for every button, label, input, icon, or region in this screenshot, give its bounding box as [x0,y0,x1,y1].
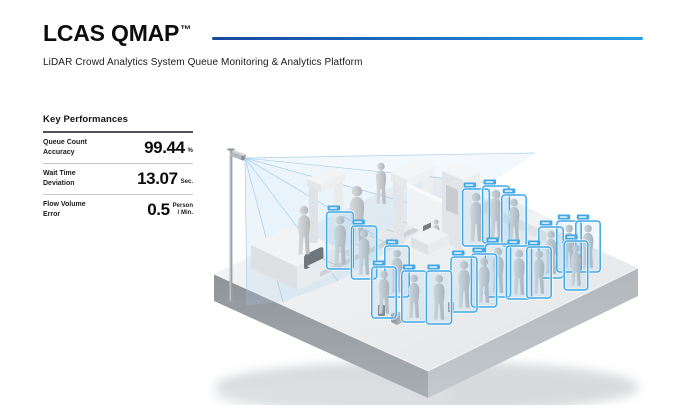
tag-text-glyph [404,266,413,268]
key-performances-title: Key Performances [43,114,129,125]
panel-divider-dark [43,131,193,133]
tracking-box [425,270,453,325]
metric-label-line2: Accuracy [43,148,75,156]
tag-text-glyph [387,241,396,243]
tag-text-glyph [429,266,437,268]
lidar-sensor-head [231,150,246,161]
checkpoint-isometric-illustration [195,95,687,405]
page-title-text: LCAS QMAP [43,20,180,46]
tag-text-glyph [374,262,383,264]
tag-text-glyph [465,184,474,186]
metric-unit-line2: / Min. [177,209,193,216]
detected-person [424,264,454,326]
partition-wall-top [407,183,442,203]
metric-label-line2: Error [43,210,61,218]
metric-label: Flow Volume Error [43,200,86,219]
metric-label-line2: Deviation [43,179,75,187]
tag-text-glyph [454,252,462,254]
tag-text-glyph [541,222,550,224]
metric-row-queue-count-accuracy: Queue Count Accuracy 99.44 % [43,133,193,164]
metric-unit: % [188,148,193,156]
metric-label: Wait Time Deviation [43,169,76,188]
metric-row-wait-time-deviation: Wait Time Deviation 13.07 Sec. [43,164,193,195]
metric-label-line1: Queue Count [43,139,87,147]
detected-person [349,219,379,281]
metric-label: Queue Count Accuracy [43,138,87,157]
detected-person [449,250,479,314]
metric-unit-line1: % [187,147,193,154]
metric-number: 99.44 [144,138,185,157]
trademark-symbol: ™ [180,24,192,36]
tracking-box [371,266,397,319]
tag-text-glyph [559,216,568,218]
tracking-box [401,270,427,323]
tracking-box [501,194,527,247]
accent-line [212,37,643,40]
key-performances-panel: Key Performances Queue Count Accuracy 99… [43,114,193,225]
detected-person [500,188,528,248]
detected-person [525,240,553,300]
metric-label-line1: Wait Time [43,170,76,178]
tag-text-glyph [529,242,538,244]
lidar-sensor-pole [226,148,246,304]
metric-unit-line1: Sec. [180,178,193,185]
tag-text-glyph [474,249,482,251]
metric-label-line1: Flow Volume [43,201,86,209]
metric-value: 0.5 Person / Min. [147,201,193,218]
metal-detector-gate [307,167,345,243]
page-subtitle: LiDAR Crowd Analytics System Queue Monit… [43,57,363,68]
tag-text-glyph [567,236,575,238]
tracking-box [563,240,589,291]
platform-reflection [215,379,455,405]
figures-back-layer [375,162,528,248]
metric-row-flow-volume-error: Flow Volume Error 0.5 Person / Min. [43,195,193,225]
detected-person [370,260,398,320]
metric-unit: Person / Min. [173,203,193,218]
metric-unit-line1: Person [172,202,193,209]
metric-unit: Sec. [181,179,193,187]
tag-text-glyph [354,221,362,223]
page-title: LCAS QMAP™ [43,20,191,47]
metric-value: 99.44 % [144,139,193,156]
tracking-box [350,225,378,280]
tag-text-glyph [485,181,494,183]
operator-desk [411,222,449,255]
figures-front-layer [298,185,602,326]
tracking-box [325,211,355,270]
tag-text-glyph [488,239,496,241]
tag-text-glyph [329,207,338,209]
detected-person [562,234,590,292]
detected-person [325,205,356,271]
metric-number: 0.5 [147,200,170,219]
metric-number: 13.07 [137,169,178,188]
tracking-box [526,246,552,299]
control-cabinet [442,163,480,251]
tag-text-glyph [504,190,513,192]
tag-text-glyph [509,241,517,243]
detected-person [400,264,428,324]
tag-text-glyph [578,216,587,218]
tracking-box [450,256,478,313]
metric-value: 13.07 Sec. [137,170,193,187]
